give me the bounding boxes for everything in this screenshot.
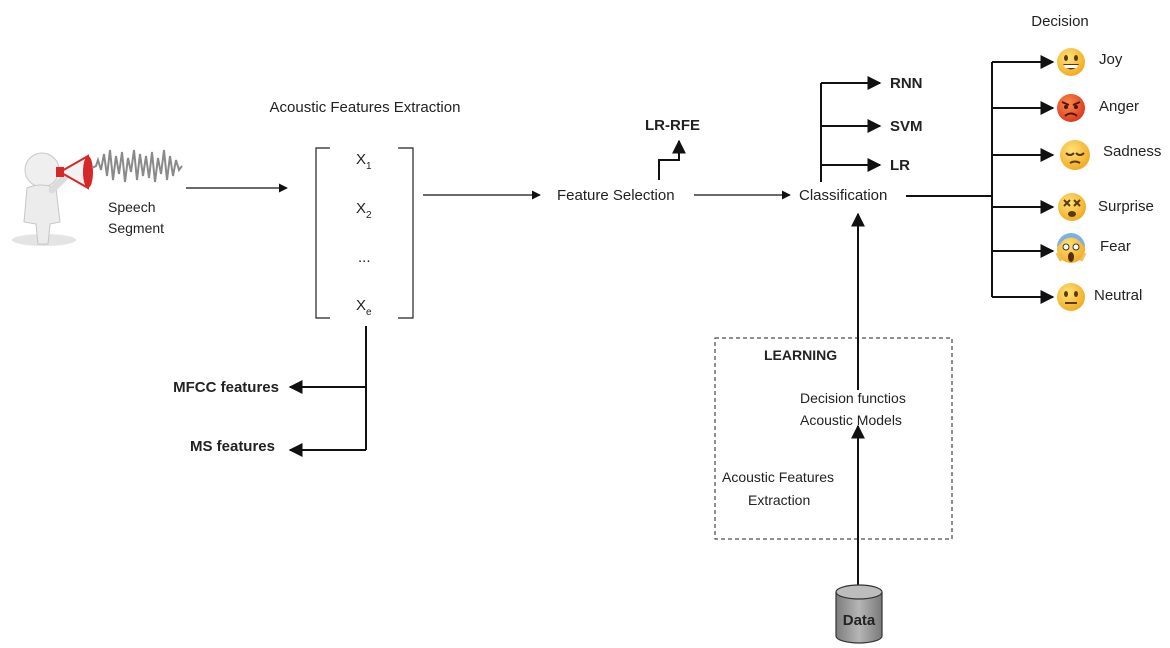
decision-title: Decision [1031,13,1089,30]
ms-features-label: MS features [190,438,275,455]
feature-x1: X1 [356,151,372,172]
emotion-surprise-label: Surprise [1098,198,1154,215]
arrow-to-lr-rfe [658,139,686,180]
mfcc-features-label: MFCC features [173,379,279,396]
database-cylinder-icon [835,584,883,644]
extraction-title: Acoustic Features Extraction [270,99,461,116]
learning-title: LEARNING [764,347,837,363]
emotion-anger-label: Anger [1099,98,1139,115]
right-bracket [398,147,414,319]
dizzy-face-icon [1058,193,1086,221]
learning-extraction-line2: Extraction [748,492,810,508]
learning-models-line1: Decision functios [800,390,906,406]
pensive-face-icon [1060,140,1090,170]
screaming-face-icon [1055,233,1087,263]
speech-label-line1: Speech [108,199,155,215]
classification-label: Classification [799,187,887,204]
learning-models-line2: Acoustic Models [800,412,902,428]
angry-face-icon [1057,94,1085,122]
emotion-joy-label: Joy [1099,51,1123,68]
emotion-neutral-label: Neutral [1094,287,1142,304]
emotion-sadness-label: Sadness [1103,143,1161,160]
feature-selection-label: Feature Selection [557,187,675,204]
model-svm-label: SVM [890,118,923,135]
feature-xe: Xe [356,297,372,318]
grinning-face-icon [1057,48,1085,76]
model-rnn-label: RNN [890,75,923,92]
feature-x2: X2 [356,200,372,221]
neutral-face-icon [1057,283,1085,311]
emotion-fear-label: Fear [1100,238,1131,255]
sound-waveform-icon [91,149,183,183]
learning-extraction-line1: Acoustic Features [722,469,834,485]
speech-label-line2: Segment [108,220,164,236]
learning-box [714,337,953,540]
lr-rfe-label: LR-RFE [645,117,700,134]
speaker-figure-icon [12,152,76,246]
data-label: Data [843,612,876,629]
megaphone-icon [56,154,93,190]
model-lr-label: LR [890,157,910,174]
feature-ellipsis: ... [358,249,371,266]
left-bracket [315,147,330,319]
